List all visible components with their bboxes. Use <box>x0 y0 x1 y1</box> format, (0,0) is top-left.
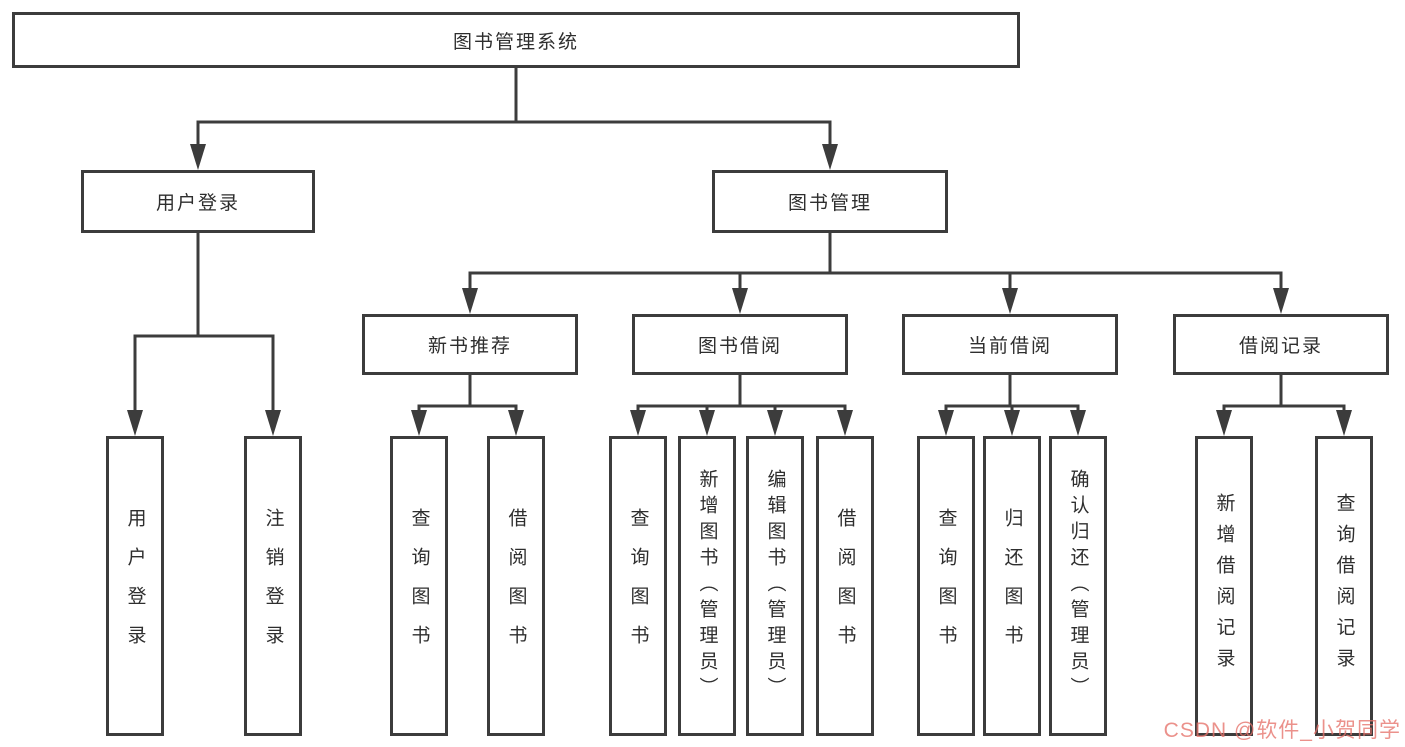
box-leaf-logout: 注销登录 <box>244 436 302 736</box>
box-leaf-borrow-books-2: 借阅图书 <box>816 436 874 736</box>
box-borrowing-records: 借阅记录 <box>1173 314 1389 375</box>
box-leaf-query-books-1: 查询图书 <box>390 436 448 736</box>
box-new-book-recommend: 新书推荐 <box>362 314 578 375</box>
box-leaf-query-borrow-record: 查询借阅记录 <box>1315 436 1373 736</box>
box-leaf-user-login: 用户登录 <box>106 436 164 736</box>
box-leaf-borrow-books-1: 借阅图书 <box>487 436 545 736</box>
box-leaf-return-books: 归还图书 <box>983 436 1041 736</box>
box-book-borrowing: 图书借阅 <box>632 314 848 375</box>
box-current-borrowing: 当前借阅 <box>902 314 1118 375</box>
box-user-login: 用户登录 <box>81 170 315 233</box>
arrowhead-icons <box>127 144 1352 436</box>
box-leaf-confirm-return-admin: 确认归还（管理员） <box>1049 436 1107 736</box>
box-leaf-query-books-2: 查询图书 <box>609 436 667 736</box>
box-leaf-add-borrow-record: 新增借阅记录 <box>1195 436 1253 736</box>
box-book-management: 图书管理 <box>712 170 948 233</box>
box-leaf-query-books-3: 查询图书 <box>917 436 975 736</box>
box-leaf-add-books-admin: 新增图书（管理员） <box>678 436 736 736</box>
box-leaf-edit-books-admin: 编辑图书（管理员） <box>746 436 804 736</box>
csdn-watermark: CSDN @软件_小贺同学 <box>1163 719 1401 742</box>
box-root-library-system: 图书管理系统 <box>12 12 1020 68</box>
